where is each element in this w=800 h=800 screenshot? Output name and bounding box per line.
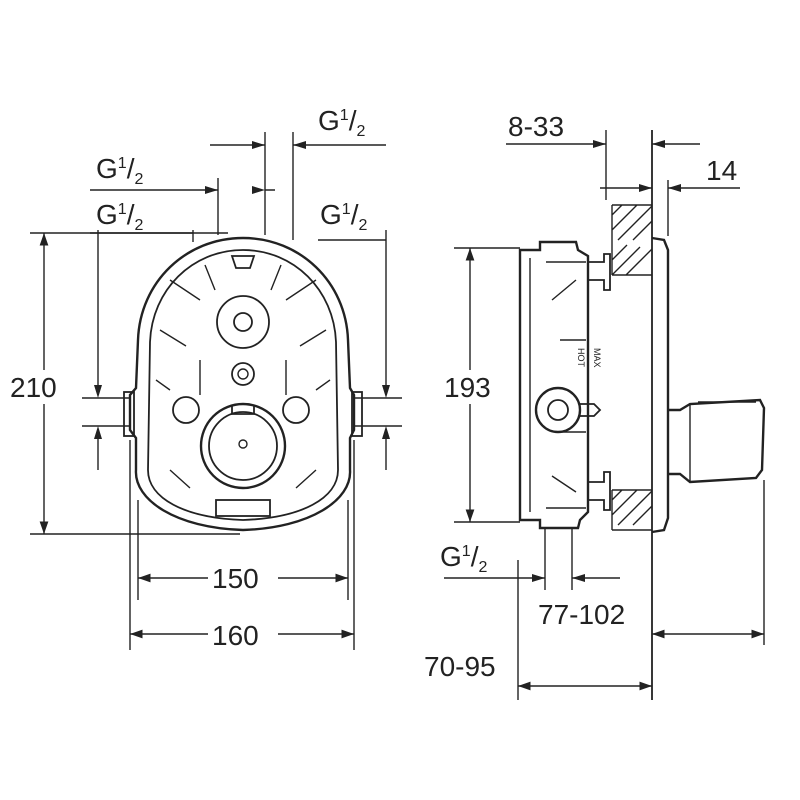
label-thread-top-right: G1/2 [318, 105, 365, 140]
label-install-range: 70-95 [424, 651, 496, 682]
label-width-160: 160 [212, 620, 259, 651]
side-port-inner [547, 399, 569, 421]
box-ribs [155, 264, 331, 489]
label-plate-thickness: 14 [706, 155, 737, 186]
cartridge-notch [231, 406, 255, 415]
top-mounting-screw [588, 253, 611, 291]
left-inlet [172, 396, 200, 424]
box-inner-rim [147, 249, 339, 521]
wall-hatch-top [611, 204, 653, 276]
top-clip [230, 255, 256, 269]
mid-port [231, 362, 255, 386]
top-outlet-core [233, 312, 253, 332]
bottom-mounting-screw [588, 471, 611, 511]
label-width-150: 150 [212, 563, 259, 594]
cartridge-screw [238, 439, 248, 449]
mid-port-core [237, 368, 249, 380]
side-extension-lines [454, 130, 765, 700]
front-view [30, 132, 402, 650]
cartridge-opening-inner [208, 411, 278, 481]
body-mark-max: MAX [592, 348, 602, 368]
cover-plate [651, 236, 670, 534]
front-extension-lines [30, 132, 387, 650]
box-outline [128, 236, 356, 532]
label-height-210: 210 [10, 372, 57, 403]
mixer-handle [668, 398, 766, 484]
right-lug [351, 391, 363, 437]
wall-hatch-bottom [611, 489, 653, 531]
side-port-outer [534, 386, 582, 434]
label-thread-right: G1/2 [320, 199, 367, 234]
side-box-inner [529, 258, 586, 512]
label-thread-left: G1/2 [96, 199, 143, 234]
top-outlet-ring [216, 295, 270, 349]
label-depth-range: 77-102 [538, 599, 625, 630]
side-box-body [518, 240, 590, 530]
label-thread-bottom: G1/2 [440, 541, 487, 576]
side-view: HOT MAX [444, 130, 766, 700]
right-inlet [282, 396, 310, 424]
left-lug [123, 391, 135, 437]
label-height-193: 193 [444, 372, 491, 403]
label-wall-offset: 8-33 [508, 111, 564, 142]
body-mark-hot: HOT [576, 348, 586, 368]
label-thread-top-mid: G1/2 [96, 153, 143, 188]
cartridge-opening-outer [199, 402, 287, 490]
side-port-cap [580, 403, 602, 417]
bottom-plate [215, 499, 271, 517]
